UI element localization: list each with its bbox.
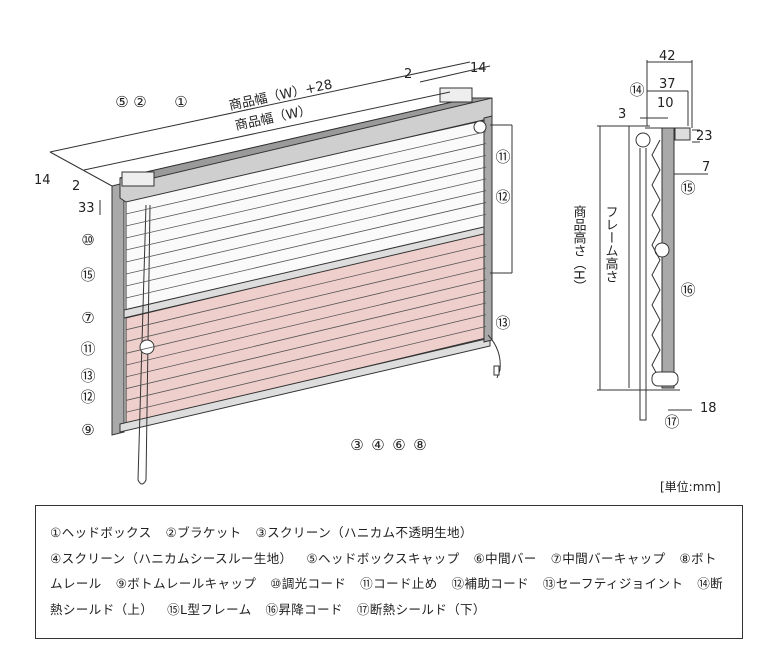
callout-right-0: ⑪ xyxy=(495,148,510,166)
callout-left-1: ⑮ xyxy=(80,266,95,284)
pleat-line xyxy=(125,244,487,331)
legend-item: ⑫補助コード xyxy=(451,576,529,591)
callout-side-2: ⑯ xyxy=(680,281,695,299)
legend-item: ⑧ボトムレール xyxy=(50,550,717,592)
legend-item: ⑭断熱シールド（上） xyxy=(50,576,724,617)
dim-right-2: 2 xyxy=(404,67,412,82)
dim-side-10: 10 xyxy=(657,96,674,111)
dim-product-height: 商品高さ（H） xyxy=(571,205,587,293)
l-frame-right xyxy=(483,115,493,343)
unit-label: [単位:mm] xyxy=(660,480,721,494)
pleat-line xyxy=(125,190,487,275)
legend-item: ②ブラケット xyxy=(165,525,242,540)
dim-left-2: 2 xyxy=(72,179,80,194)
callout-side-0: ⑭ xyxy=(629,81,644,99)
callout-left-4: ⑬ xyxy=(80,367,95,385)
callout-top-1: ② xyxy=(133,93,146,111)
dim-left-33: 33 xyxy=(78,201,95,216)
pleat-line xyxy=(125,154,487,239)
bottom-rail xyxy=(119,337,491,433)
dim-right-14: 14 xyxy=(470,61,487,76)
dim-left-14: 14 xyxy=(34,173,51,188)
side-screen xyxy=(651,139,661,381)
legend-item: ⑬セーフティジョイント xyxy=(542,576,684,591)
callout-side-3: ⑰ xyxy=(664,413,679,431)
dim-side-7: 7 xyxy=(702,160,710,175)
pleat-line xyxy=(125,279,487,366)
pleat-line xyxy=(125,325,487,413)
legend-item: ①ヘッドボックス xyxy=(50,525,152,540)
l-frame-left xyxy=(111,182,125,436)
legend-item: ④スクリーン（ハニカムシースルー生地） xyxy=(50,550,293,566)
callout-bottom-1: ④ xyxy=(371,436,384,454)
pleat-line xyxy=(125,290,487,378)
legend-item: ⑥中間バー xyxy=(473,550,537,566)
legend-item: ⑨ボトムレールキャップ xyxy=(115,576,257,591)
dim-side-3: 3 xyxy=(618,107,626,122)
legend-item: ③スクリーン（ハニカム不透明生地） xyxy=(255,525,473,540)
pleat-line xyxy=(125,267,487,354)
callout-top-0: ⑤ xyxy=(115,93,128,111)
dim-side-42: 42 xyxy=(659,49,676,64)
pleat-line xyxy=(125,255,487,342)
callout-left-3: ⑪ xyxy=(80,340,95,358)
pleat-line xyxy=(125,143,487,227)
side-headbox xyxy=(645,127,691,141)
callout-bottom-2: ⑥ xyxy=(392,436,405,454)
pleat-line xyxy=(125,302,487,390)
legend-item: ⑤ヘッドボックスキャップ xyxy=(306,550,460,566)
dim-frame-height: フレーム高さ xyxy=(603,205,619,283)
pleat-line xyxy=(125,131,487,215)
callout-left-2: ⑦ xyxy=(81,309,94,327)
dimming-cord xyxy=(137,204,151,485)
callout-right-1: ⑫ xyxy=(495,188,510,206)
side-cord xyxy=(639,148,647,421)
parts-legend: ①ヘッドボックス ②ブラケット ③スクリーン（ハニカム不透明生地） ④スクリーン（ハニ… xyxy=(35,505,743,639)
legend-item: ⑯昇降コード xyxy=(265,601,343,617)
legend-item: ⑰断熱シールド（下） xyxy=(356,601,486,617)
pleat-line xyxy=(125,166,487,251)
legend-item: ⑦中間バーキャップ xyxy=(550,550,666,566)
pleat-line xyxy=(125,178,487,263)
callout-left-5: ⑫ xyxy=(80,388,95,406)
dim-side-18: 18 xyxy=(700,401,717,416)
callout-right-2: ⑬ xyxy=(495,314,510,332)
callout-side-1: ⑮ xyxy=(680,179,695,197)
legend-item: ⑪コード止め xyxy=(360,576,438,591)
callout-left-6: ⑨ xyxy=(81,421,94,439)
bracket-left xyxy=(121,171,155,187)
callout-bottom-0: ③ xyxy=(350,436,363,454)
cord-stop-right xyxy=(473,120,487,134)
legend-item: ⑩調光コード xyxy=(270,576,347,591)
pleat-line xyxy=(125,314,487,401)
bracket-right xyxy=(439,87,473,103)
safety-joint-cord xyxy=(487,334,501,379)
pleat-line xyxy=(125,213,487,299)
dim-side-23: 23 xyxy=(696,129,713,144)
side-frame xyxy=(661,127,675,389)
pleat-line xyxy=(125,202,487,287)
legend-item: ⑮L型フレーム xyxy=(167,601,252,617)
callout-top-2: ① xyxy=(174,93,187,111)
callout-bottom-3: ⑧ xyxy=(413,436,426,454)
callout-left-0: ⑩ xyxy=(81,231,94,249)
dim-side-37: 37 xyxy=(659,77,676,92)
